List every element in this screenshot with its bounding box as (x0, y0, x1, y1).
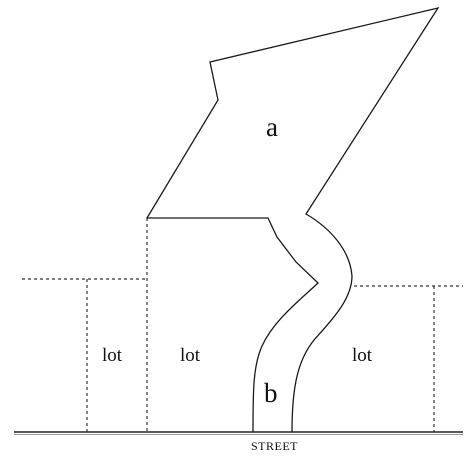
pole-left-edge (146, 217, 319, 433)
lot-label-right: lot (352, 345, 373, 366)
pole-right-edge (291, 213, 353, 433)
parcel-b-label: b (264, 378, 278, 408)
parcel-a-label: a (266, 112, 278, 142)
lot-label-middle: lot (180, 345, 201, 366)
lot-label-left: lot (102, 345, 123, 366)
parcel-a-outline (146, 6, 440, 219)
street-label: STREET (251, 439, 298, 453)
